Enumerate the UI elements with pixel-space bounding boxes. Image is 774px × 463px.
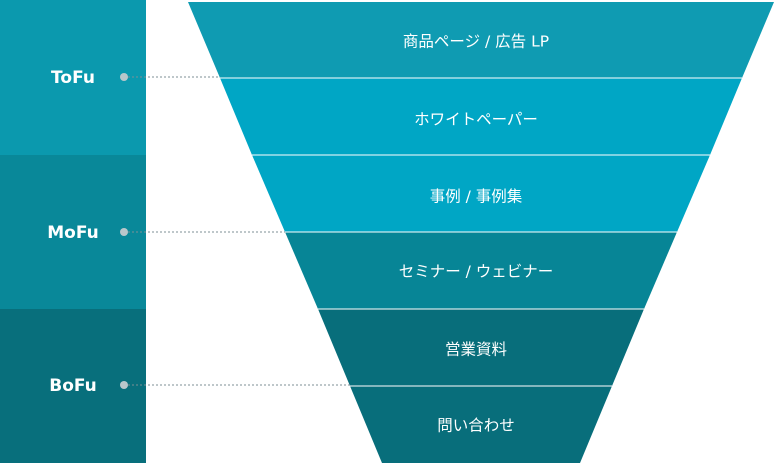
funnel-label-sales-material: 営業資料 — [445, 341, 507, 359]
connector-dot-mofu — [120, 228, 128, 236]
funnel-label-product-page: 商品ページ / 広告 LP — [403, 33, 549, 51]
stage-label-tofu: ToFu — [51, 68, 95, 88]
stage-label-mofu: MoFu — [47, 223, 98, 243]
stage-label-bofu: BoFu — [49, 376, 97, 396]
funnel-label-case-study: 事例 / 事例集 — [430, 188, 523, 206]
funnel-layer-sales-material — [318, 309, 644, 386]
funnel-label-whitepaper: ホワイトペーパー — [414, 111, 538, 129]
funnel-layer-seminar — [285, 232, 677, 309]
connector-dot-tofu — [120, 73, 128, 81]
connector-dot-bofu — [120, 381, 128, 389]
funnel-layer-product-page — [188, 2, 774, 78]
connectors — [120, 73, 350, 389]
funnel-label-inquiry: 問い合わせ — [437, 417, 515, 435]
funnel-layer-whitepaper — [220, 78, 742, 155]
funnel-layer-inquiry — [350, 386, 612, 463]
funnel-label-seminar: セミナー / ウェビナー — [399, 263, 554, 281]
funnel: 商品ページ / 広告 LP ホワイトペーパー 事例 / 事例集 セミナー / ウ… — [188, 2, 774, 463]
funnel-layer-case-study — [252, 155, 710, 232]
